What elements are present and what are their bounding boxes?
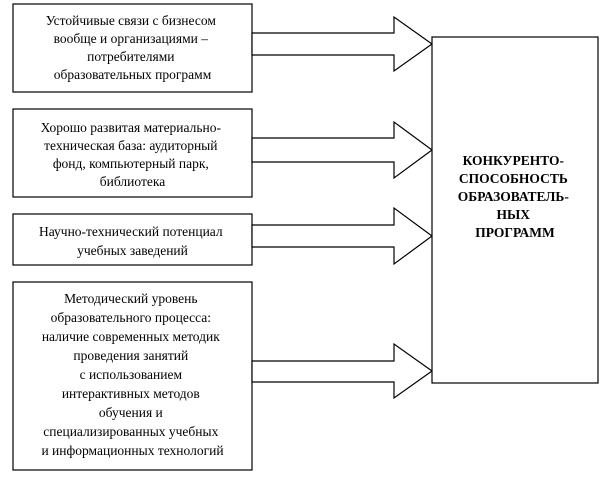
result-title-line: ОБРАЗОВАТЕЛЬ- bbox=[458, 189, 569, 204]
result-title-line: СПОСОБНОСТЬ bbox=[459, 171, 568, 186]
result-title-line: КОНКУРЕНТО- bbox=[463, 153, 564, 168]
factor-methodical-level-line: с использованием bbox=[80, 367, 183, 382]
factor-material-base-line: фонд, компьютерный парк, bbox=[53, 156, 209, 171]
arrow-right-icon bbox=[251, 206, 434, 266]
arrow-right-icon bbox=[251, 342, 434, 400]
arrow-right-icon bbox=[251, 15, 434, 73]
factor-business-links-text: Устойчивые связи с бизнесом вообще и орг… bbox=[46, 13, 220, 82]
factor-methodical-level-line: и информационных технологий bbox=[41, 443, 223, 458]
result-title-line: НЫХ bbox=[497, 207, 531, 222]
result-title: КОНКУРЕНТО- СПОСОБНОСТЬ ОБРАЗОВАТЕЛЬ- НЫ… bbox=[458, 153, 572, 240]
factor-methodical-level-line: обучения и bbox=[99, 405, 163, 420]
factor-box-business-links: Устойчивые связи с бизнесом вообще и орг… bbox=[12, 3, 253, 93]
factor-material-base-text: Хорошо развитая материально- техническая… bbox=[41, 120, 225, 189]
factor-methodical-level-text: Методический уровень образовательного пр… bbox=[41, 291, 223, 458]
arrow-right-icon bbox=[251, 120, 434, 180]
factor-methodical-level-line: специализированных учебных bbox=[43, 424, 218, 439]
factor-material-base-line: техническая база: аудиторный bbox=[44, 138, 217, 153]
factor-box-material-base: Хорошо развитая материально- техническая… bbox=[12, 108, 253, 198]
factor-business-links-line: образовательных программ bbox=[54, 67, 212, 82]
factor-material-base-line: Хорошо развитая материально- bbox=[41, 120, 222, 135]
factor-scientific-potential-line: учебных заведений bbox=[77, 243, 188, 258]
factor-methodical-level-line: проведения занятий bbox=[73, 348, 188, 363]
factor-scientific-potential-line: Научно-технический потенциал bbox=[39, 224, 223, 239]
factor-box-scientific-potential: Научно-технический потенциал учебных зав… bbox=[12, 213, 253, 266]
result-box: КОНКУРЕНТО- СПОСОБНОСТЬ ОБРАЗОВАТЕЛЬ- НЫ… bbox=[431, 36, 599, 384]
factor-methodical-level-line: Методический уровень bbox=[64, 291, 197, 306]
result-title-line: ПРОГРАММ bbox=[475, 225, 555, 240]
factor-business-links-line: Устойчивые связи с бизнесом bbox=[46, 13, 217, 28]
factor-scientific-potential-text: Научно-технический потенциал учебных зав… bbox=[39, 224, 226, 258]
factor-methodical-level-line: интерактивных методов bbox=[62, 386, 200, 401]
factor-material-base-line: библиотека bbox=[100, 174, 165, 189]
factor-methodical-level-line: образовательного процесса: bbox=[51, 310, 211, 325]
factor-methodical-level-line: наличие современных методик bbox=[42, 329, 220, 344]
factor-business-links-line: вообще и организациями – bbox=[54, 31, 209, 46]
factor-box-methodical-level: Методический уровень образовательного пр… bbox=[12, 281, 253, 471]
factor-business-links-line: потребителями bbox=[87, 49, 174, 64]
